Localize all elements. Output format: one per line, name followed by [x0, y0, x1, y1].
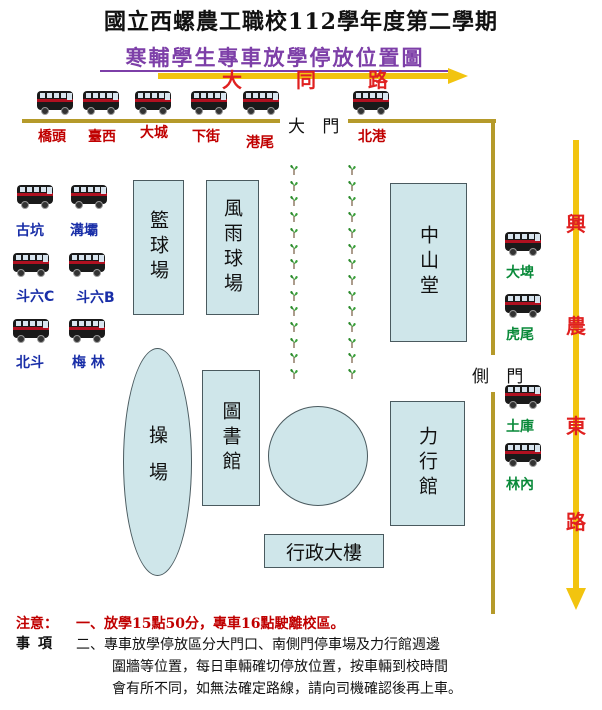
road-right-char-3: 東 — [566, 414, 586, 438]
rain-court-label: 風雨球場 — [221, 197, 243, 298]
tree-icon — [348, 227, 356, 238]
road-right-char-2: 農 — [566, 314, 586, 338]
datong-road-arrow — [158, 68, 468, 84]
note-item-2-line-3: 會有所不同，如無法確定路線，請向司機確認後再上車。 — [112, 681, 462, 697]
stop-label: 林內 — [506, 477, 534, 493]
library: 圖書館 — [202, 370, 260, 506]
lixing-hall: 力行館 — [390, 401, 465, 526]
bus-icon — [504, 383, 542, 409]
road-right-char-4: 路 — [566, 510, 586, 534]
stop-label: 虎尾 — [506, 327, 534, 343]
stop-label: 土庫 — [506, 419, 534, 435]
tree-icon — [290, 290, 298, 301]
tree-icon — [348, 274, 356, 285]
bus-icon — [504, 230, 542, 256]
stop-label: 臺西 — [88, 129, 116, 145]
stop-label: 橋頭 — [38, 129, 66, 145]
stop-label: 古坑 — [16, 223, 44, 239]
road-top-char-2: 同 — [296, 68, 316, 92]
tree-icon — [290, 243, 298, 254]
bus-icon — [504, 441, 542, 467]
bus-icon — [504, 292, 542, 318]
tree-icon — [348, 322, 356, 332]
tree-icon — [348, 337, 356, 348]
bus-icon — [190, 89, 228, 115]
note-item-2-line-1: 二、專車放學停放區分大門口、南側門停車場及力行館週邊 — [76, 637, 440, 653]
stop-label: 北港 — [358, 129, 386, 145]
sports-field-label: 操場 — [146, 425, 168, 499]
map-subtitle: 寒輔學生專車放學停放位置圖 — [125, 45, 425, 70]
notes-label-2: 事項 — [16, 636, 60, 652]
wall-right-lower — [491, 392, 495, 614]
tree-icon — [290, 274, 298, 285]
main-gate-label: 大 門 — [288, 117, 346, 137]
admin-building-label: 行政大樓 — [285, 541, 362, 564]
stop-label: 下街 — [192, 129, 220, 145]
stop-label: 梅 林 — [72, 355, 105, 371]
tree-icon — [290, 369, 298, 380]
tree-icon — [348, 180, 356, 191]
tree-icon — [290, 259, 298, 270]
sports-field: 操場 — [123, 348, 192, 576]
tree-icon — [290, 196, 298, 207]
bus-icon — [134, 89, 172, 115]
tree-icon — [290, 306, 298, 317]
tree-icon — [290, 227, 298, 238]
basketball-court: 籃球場 — [133, 180, 184, 315]
stop-label: 斗六C — [16, 289, 55, 305]
admin-building: 行政大樓 — [264, 534, 384, 568]
bus-icon — [70, 183, 108, 209]
bus-icon — [12, 251, 50, 277]
road-right-char-1: 興 — [566, 212, 586, 236]
tree-icon — [290, 337, 298, 348]
side-gate-label: 側 門 — [472, 367, 530, 387]
stop-label: 港尾 — [246, 135, 274, 151]
subtitle-underline — [100, 70, 450, 72]
stop-label: 斗六B — [76, 290, 115, 306]
note-item-2-line-2: 圍牆等位置，每日車輛確切停放位置，按車輛到校時間 — [112, 659, 448, 675]
xingnong-east-road-arrow — [566, 140, 586, 610]
tree-icon — [348, 290, 356, 301]
tree-icon — [290, 165, 298, 175]
stop-label: 大埤 — [506, 265, 534, 281]
basketball-court-label: 籃球場 — [147, 210, 169, 285]
road-top-char-3: 路 — [368, 68, 388, 92]
bus-icon — [242, 89, 280, 115]
bus-icon — [352, 89, 390, 115]
tree-icon — [348, 369, 356, 380]
bus-icon — [16, 183, 54, 209]
library-label: 圖書館 — [219, 400, 242, 476]
tree-icon — [348, 212, 356, 223]
tree-icon — [290, 212, 298, 223]
tree-icon — [290, 180, 298, 191]
wall-right-upper — [491, 119, 495, 355]
bus-icon — [68, 251, 106, 277]
notes-label-1: 注意： — [16, 616, 58, 632]
page-title: 國立西螺農工職校112學年度第二學期 — [104, 9, 498, 35]
stop-label: 北斗 — [16, 355, 44, 371]
wall-top-right — [348, 119, 496, 123]
tree-icon — [348, 196, 356, 207]
zhongshan-hall: 中山堂 — [390, 183, 467, 342]
tree-icon — [290, 322, 298, 332]
zhongshan-hall-label: 中山堂 — [417, 225, 439, 300]
lixing-hall-label: 力行館 — [416, 426, 438, 501]
rain-court: 風雨球場 — [206, 180, 259, 315]
central-plaza — [268, 406, 368, 506]
tree-icon — [348, 165, 356, 175]
road-top-char-1: 大 — [222, 68, 242, 92]
bus-icon — [68, 317, 106, 343]
tree-icon — [290, 353, 298, 364]
tree-icon — [348, 353, 356, 364]
tree-icon — [348, 259, 356, 270]
stop-label: 大城 — [140, 125, 168, 141]
bus-icon — [36, 89, 74, 115]
stop-label: 溝壩 — [70, 223, 98, 239]
note-item-1: 一、放學15點50分，專車16點駛離校區。 — [76, 616, 345, 632]
tree-icon — [348, 306, 356, 317]
wall-top-left — [22, 119, 280, 123]
bus-icon — [12, 317, 50, 343]
bus-icon — [82, 89, 120, 115]
tree-icon — [348, 243, 356, 254]
